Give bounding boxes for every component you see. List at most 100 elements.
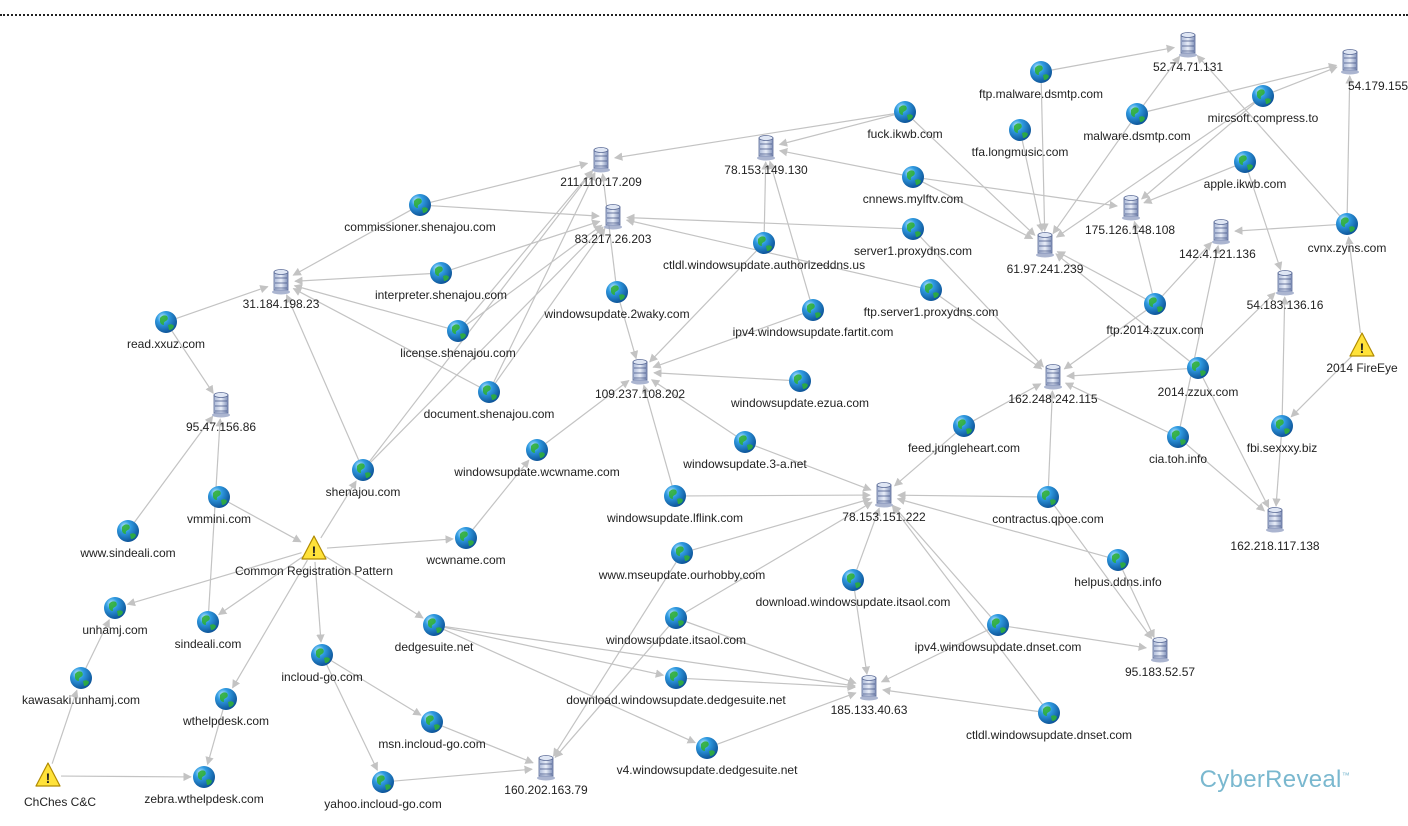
- domain-node-license[interactable]: license.shenajou.com: [400, 320, 516, 360]
- server-node-n83[interactable]: 83.217.26.203: [575, 204, 652, 247]
- domain-node-wcwname_wu[interactable]: windowsupdate.wcwname.com: [453, 439, 620, 479]
- domain-node-incloud[interactable]: incloud-go.com: [281, 644, 363, 684]
- server-node-n211[interactable]: 211.110.17.209: [560, 147, 642, 190]
- edge-commissioner-n211: [430, 161, 589, 203]
- globe-icon: [155, 311, 177, 333]
- edge-z2014-n162_248: [1066, 368, 1188, 380]
- edge-v4dedge-n185: [717, 691, 857, 745]
- domain-node-feed[interactable]: feed.jungleheart.com: [908, 415, 1020, 455]
- edge-cia-n162_248: [1064, 382, 1169, 433]
- server-node-n185[interactable]: 185.133.40.63: [831, 675, 908, 718]
- server-node-n54_183[interactable]: 54.183.136.16: [1247, 270, 1324, 313]
- server-node-n162_248[interactable]: 162.248.242.115: [1008, 364, 1098, 407]
- domain-node-fuck[interactable]: fuck.ikwb.com: [867, 101, 943, 141]
- globe-icon: [1126, 103, 1148, 125]
- warning-node-crp[interactable]: !Common Registration Pattern: [235, 535, 393, 578]
- edge-mal-n54_179: [1147, 63, 1338, 112]
- exclamation-glyph: !: [1360, 340, 1365, 356]
- domain-node-kawasaki[interactable]: kawasaki.unhamj.com: [22, 667, 140, 707]
- domain-node-ctldldnset[interactable]: ctldl.windowsupdate.dnset.com: [966, 702, 1132, 742]
- edge-helpus-n95_183: [1122, 569, 1155, 639]
- domain-node-wcwname[interactable]: wcwname.com: [425, 527, 506, 567]
- edge-apple-n54_183: [1247, 172, 1283, 271]
- domain-node-commissioner[interactable]: commissioner.shenajou.com: [344, 194, 496, 234]
- domain-node-ipv4dnset[interactable]: ipv4.windowsupdate.dnset.com: [915, 614, 1082, 654]
- warning-node-fireeye[interactable]: !2014 FireEye: [1326, 332, 1398, 375]
- domain-node-sindeali[interactable]: sindeali.com: [175, 611, 242, 651]
- server-node-n95_47[interactable]: 95.47.156.86: [186, 392, 256, 435]
- globe-land: [1341, 217, 1355, 232]
- server-node-n54_179[interactable]: 54.179.155.249: [1341, 49, 1408, 94]
- domain-node-v4dedge[interactable]: v4.windowsupdate.dedgesuite.net: [617, 737, 798, 777]
- domain-node-shenajou[interactable]: shenajou.com: [326, 459, 401, 499]
- domain-node-vmmini[interactable]: vmmini.com: [187, 486, 251, 526]
- domain-node-wu3a[interactable]: windowsupdate.3-a.net: [682, 431, 807, 471]
- domain-node-yahoo[interactable]: yahoo.incloud-go.com: [324, 771, 442, 811]
- domain-node-mircsoft[interactable]: mircsoft.compress.to: [1208, 85, 1319, 125]
- globe-land: [1014, 123, 1028, 138]
- node-label: malware.dsmtp.com: [1083, 129, 1190, 143]
- domain-node-wthelpdesk[interactable]: wthelpdesk.com: [182, 688, 269, 728]
- domain-node-mal[interactable]: malware.dsmtp.com: [1083, 103, 1191, 143]
- domain-node-tfa[interactable]: tfa.longmusic.com: [972, 119, 1069, 159]
- domain-node-msnincloud[interactable]: msn.incloud-go.com: [378, 711, 486, 751]
- globe-icon: [526, 439, 548, 461]
- node-label: 160.202.163.79: [504, 783, 588, 797]
- globe-land: [220, 692, 234, 707]
- globe-land: [213, 490, 227, 505]
- domain-node-read[interactable]: read.xxuz.com: [127, 311, 205, 351]
- node-label: tfa.longmusic.com: [972, 145, 1069, 159]
- edge-server1-n162_248: [920, 236, 1044, 368]
- domain-node-sindeali_www[interactable]: www.sindeali.com: [79, 520, 176, 560]
- server-node-n142[interactable]: 142.4.121.136: [1179, 219, 1256, 262]
- server-icon: [604, 204, 622, 230]
- domain-node-mseupdate[interactable]: www.mseupdate.ourhobby.com: [598, 542, 766, 582]
- domain-node-zebra[interactable]: zebra.wthelpdesk.com: [144, 766, 264, 806]
- edge-fbi-n54_183: [1280, 296, 1289, 416]
- server-node-n78_151[interactable]: 78.153.151.222: [842, 482, 926, 525]
- warning-node-chches[interactable]: !ChChes C&C: [24, 762, 96, 809]
- server-node-n162_218[interactable]: 162.218.117.138: [1230, 507, 1320, 554]
- server-node-n95_183[interactable]: 95.183.52.57: [1125, 637, 1195, 680]
- node-label: zebra.wthelpdesk.com: [144, 792, 263, 806]
- domain-node-server1[interactable]: server1.proxydns.com: [854, 218, 972, 258]
- domain-node-interpreter[interactable]: interpreter.shenajou.com: [375, 262, 507, 302]
- edge-wu3a-n109: [650, 379, 737, 437]
- domain-node-ftp2014[interactable]: ftp.2014.zzux.com: [1106, 293, 1204, 337]
- domain-node-wu2waky[interactable]: windowsupdate.2waky.com: [543, 281, 690, 321]
- globe-icon: [671, 542, 693, 564]
- globe-land: [807, 303, 821, 318]
- domain-node-apple[interactable]: apple.ikwb.com: [1204, 151, 1287, 191]
- domain-node-lflink[interactable]: windowsupdate.lflink.com: [606, 485, 743, 525]
- domain-node-z2014[interactable]: 2014.zzux.com: [1158, 357, 1239, 399]
- domain-node-cia[interactable]: cia.toh.info: [1149, 426, 1207, 466]
- server-node-n78_149[interactable]: 78.153.149.130: [724, 135, 808, 178]
- domain-node-helpus[interactable]: helpus.ddns.info: [1074, 549, 1162, 589]
- domain-node-contractus[interactable]: contractus.qpoe.com: [992, 486, 1104, 526]
- globe-icon: [902, 218, 924, 240]
- domain-node-ftpmal[interactable]: ftp.malware.dsmtp.com: [979, 61, 1103, 101]
- domain-node-ftpserver1[interactable]: ftp.server1.proxydns.com: [864, 279, 999, 319]
- domain-node-dldedge[interactable]: download.windowsupdate.dedgesuite.net: [566, 667, 786, 707]
- server-node-n31[interactable]: 31.184.198.23: [243, 269, 320, 312]
- domain-node-document[interactable]: document.shenajou.com: [424, 381, 555, 421]
- domain-node-ezua[interactable]: windowsupdate.ezua.com: [730, 370, 869, 410]
- domain-node-unhamj[interactable]: unhamj.com: [82, 597, 148, 637]
- domain-node-dedgesuite[interactable]: dedgesuite.net: [395, 614, 474, 654]
- server-node-n61[interactable]: 61.97.241.239: [1007, 232, 1084, 277]
- server-node-n175[interactable]: 175.126.148.108: [1085, 195, 1175, 238]
- edge-fireeye-cvnx: [1345, 236, 1362, 334]
- domain-node-dlitsaol[interactable]: download.windowsupdate.itsaol.com: [756, 569, 951, 609]
- domain-node-cnnews[interactable]: cnnews.mylftv.com: [863, 166, 963, 206]
- domain-node-cvnx[interactable]: cvnx.zyns.com: [1308, 213, 1387, 255]
- domain-node-ipv4fartit[interactable]: ipv4.windowsupdate.fartit.com: [733, 299, 894, 339]
- node-label: shenajou.com: [326, 485, 401, 499]
- server-node-n109[interactable]: 109.237.108.202: [595, 359, 685, 402]
- domain-node-wuitsaol[interactable]: windowsupdate.itsaol.com: [605, 607, 746, 647]
- domain-node-ctldlauth[interactable]: ctldl.windowsupdate.authorizeddns.us: [663, 232, 865, 272]
- edge-wcwname-wcwname_wu: [472, 459, 530, 530]
- server-node-n160[interactable]: 160.202.163.79: [504, 755, 588, 798]
- domain-node-fbi[interactable]: fbi.sexxxy.biz: [1247, 415, 1317, 455]
- server-node-n52_74[interactable]: 52.74.71.131: [1153, 32, 1223, 75]
